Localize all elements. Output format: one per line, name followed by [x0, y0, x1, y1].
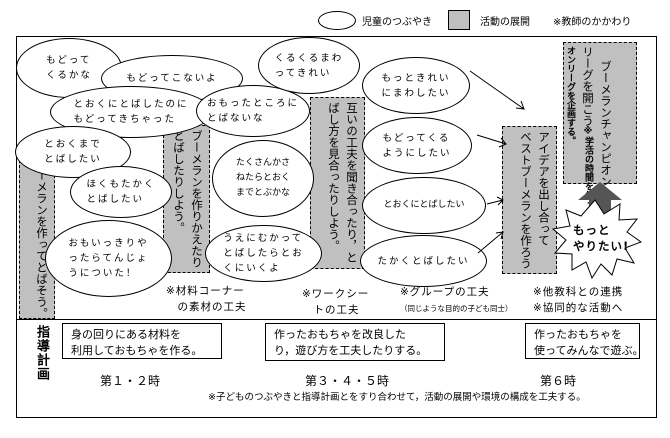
activity-best-boomerang: アイデアを出し合って ベストブーメランを作ろう [502, 126, 557, 274]
voice-bubble: たかくとばしたい [360, 235, 487, 287]
voice-bubble: おもいっきりや ったらてんじょ うについた！ [45, 220, 172, 297]
note-group-sub: （同じような目的の子ども同士） [400, 304, 513, 313]
plan-label: 指導計画 [34, 325, 49, 381]
legend-activity-label: 活動の展開 [480, 17, 530, 28]
activity-share-ideas: 互いの工夫を聞き合ったり，と ばし方を見合ったりしよう。 [310, 97, 365, 269]
legend-voice-label: 児童のつぶやき [362, 17, 432, 28]
plan-period-3: 第６時 [540, 374, 577, 388]
legend-ellipse-icon [318, 11, 356, 30]
main-frame [16, 36, 657, 418]
voice-bubble: とおくにとばしたい [362, 177, 486, 234]
champion-note: ※学活の時間を使ってチャンピ オンリーグを企画する。 [565, 46, 593, 254]
arrow-icon [476, 134, 507, 148]
voice-bubble: もどってくる ようにしたい [362, 117, 472, 174]
voice-bubble: たくさんかさ ねたらとおく までとぶかな [212, 140, 314, 217]
plan-box-1: 身の回りにある材料を 利用しておもちゃを作る。 [62, 323, 222, 359]
plan-divider [16, 319, 657, 320]
activity-champion-league: ブーメランチャンピオン リーグを開こう※学活の時間を使ってチャンピ オンリーグを… [563, 42, 637, 254]
arrow-icon [477, 231, 504, 254]
burst-text: もっと やりたい! [573, 223, 630, 253]
note-other-subjects: ※他教科との連携 ※協同的な活動へ [533, 286, 624, 314]
legend-grey-box-icon [448, 10, 470, 30]
arrow-icon [486, 196, 504, 206]
activity-make-and-throw: ブーメランを作ってとばそう。 [19, 155, 55, 319]
starburst-shape [551, 199, 643, 280]
voice-bubble: くるくるまわ ってきれい [258, 37, 360, 94]
legend-teacher-label: ※教師のかかわり [553, 17, 632, 28]
voice-bubble: ほくもたかく とばしたい [70, 166, 172, 218]
arrow-icon [469, 70, 525, 110]
champion-title: ブーメランチャンピオン リーグを開こう [581, 46, 613, 188]
voice-bubble: おもったところに とばないな [196, 85, 310, 137]
note-group: ※グループの工夫 [400, 286, 490, 298]
plan-box-3: 作ったおもちゃを 使ってみんなで遊ぶ。 [525, 323, 643, 359]
voice-bubble: もどって くるかな [16, 38, 122, 98]
plan-period-2: 第３・４・５時 [305, 374, 390, 388]
plan-footnote: ※子どものつぶやきと指導計画とをすり合わせて，活動の展開や環境の構成を工夫する。 [208, 392, 586, 403]
plan-period-1: 第１・２時 [100, 374, 161, 388]
activity-remake: ブーメランを作りかえたり とばしたりしよう。 [163, 125, 210, 273]
note-material-corner: ※材料コーナー の素材の工夫 [166, 285, 247, 313]
voice-bubble: もっときれい にまわしたい [362, 57, 470, 114]
voice-bubble: うえにむかって とばしたらとお くにいくよ [205, 225, 322, 282]
note-worksheet: ※ワークシー トの工夫 [302, 288, 370, 316]
plan-box-2: 作ったおもちゃを改良した り，遊び方を工夫したりする。 [265, 323, 445, 361]
